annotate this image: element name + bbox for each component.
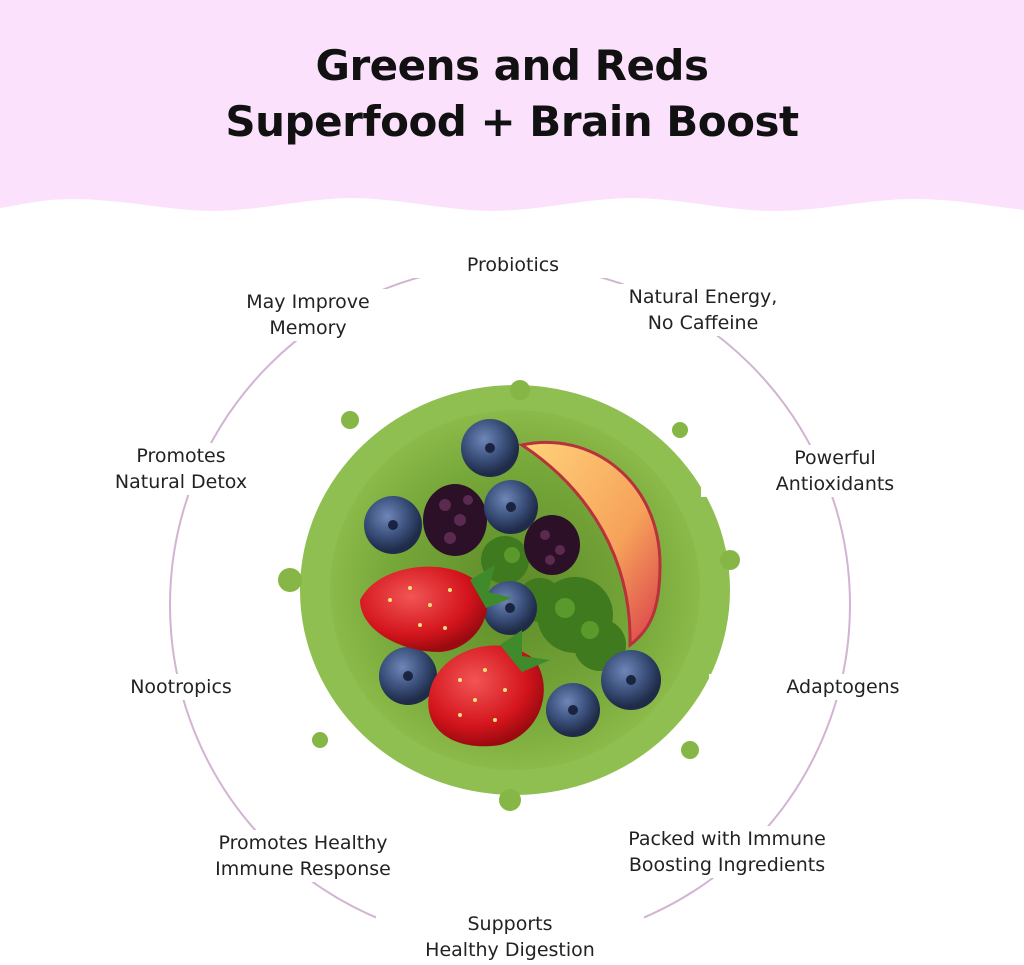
benefit-label: Nootropics [130,676,232,698]
benefit-immune-ingredients: Packed with Immune Boosting Ingredients [593,826,861,878]
benefit-label: Probiotics [466,254,560,276]
header-band: Greens and Reds Superfood + Brain Boost [0,0,1024,230]
benefit-label: Promotes [136,445,226,467]
benefit-antioxidants: Powerful Antioxidants [701,445,969,497]
benefit-label: Antioxidants [775,473,895,495]
title-line-2: Superfood + Brain Boost [225,97,799,146]
wavy-header-background [0,0,1024,211]
benefit-label: Supports [467,913,553,935]
benefit-natural-energy: Natural Energy, No Caffeine [569,284,837,336]
benefit-label: Natural Detox [114,471,248,493]
benefit-label: No Caffeine [647,312,759,334]
benefit-label: Boosting Ingredients [628,854,826,876]
benefit-immune-response: Promotes Healthy Immune Response [169,830,437,882]
benefit-label: Promotes Healthy [218,832,388,854]
benefit-label: Packed with Immune [628,828,826,850]
benefit-label: Powerful [794,447,876,469]
benefit-memory: May Improve Memory [174,289,442,341]
benefit-detox: Promotes Natural Detox [47,443,315,495]
superfood-bowl-illustration [278,380,740,811]
benefit-probiotics: Probiotics [379,252,647,278]
title-line-1: Greens and Reds [315,41,710,90]
benefit-label: Memory [269,317,347,339]
benefit-label: Adaptogens [786,676,900,698]
benefit-label: Immune Response [215,858,391,880]
benefit-adaptogens: Adaptogens [709,674,977,700]
benefit-label: Natural Energy, [628,286,778,308]
benefit-label: Healthy Digestion [425,939,595,961]
benefit-digestion: Supports Healthy Digestion [376,911,644,963]
benefit-nootropics: Nootropics [47,674,315,700]
benefit-label: May Improve [246,291,370,313]
page-title: Greens and Reds Superfood + Brain Boost [0,38,1024,150]
